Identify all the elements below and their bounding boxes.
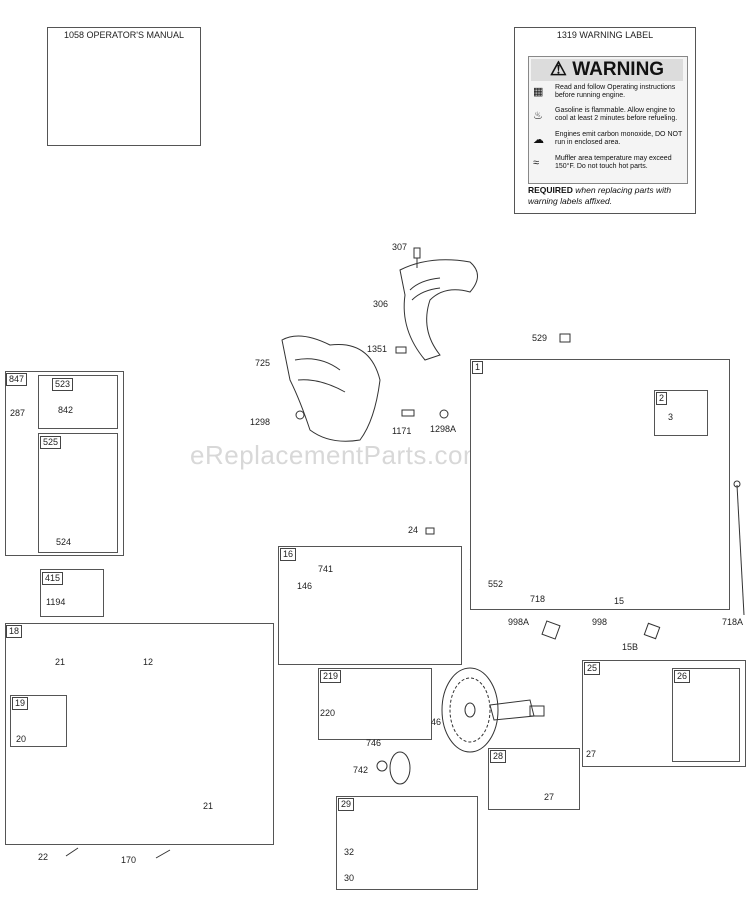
- tag-19: 19: [12, 697, 29, 710]
- label-842[interactable]: 842: [58, 405, 74, 415]
- tag-219: 219: [320, 670, 342, 683]
- operators-manual-box[interactable]: 1058 OPERATOR'S MANUAL: [47, 27, 201, 146]
- label-15[interactable]: 15: [614, 596, 625, 606]
- pin-box-28[interactable]: [488, 748, 580, 810]
- label-32[interactable]: 32: [344, 847, 355, 857]
- fire-icon: ♨: [533, 110, 543, 122]
- label-46[interactable]: 46: [431, 717, 442, 727]
- warning-row-2: Gasoline is flammable. Allow engine to c…: [555, 107, 678, 122]
- hot-surface-icon: ≈: [533, 157, 540, 169]
- label-998A[interactable]: 998A: [508, 617, 530, 627]
- label-998[interactable]: 998: [592, 617, 608, 627]
- label-552[interactable]: 552: [488, 579, 504, 589]
- blower-housing-part: [281, 333, 571, 442]
- label-30[interactable]: 30: [344, 873, 355, 883]
- label-146[interactable]: 146: [297, 581, 313, 591]
- dipstick-box-523[interactable]: [38, 375, 118, 429]
- tag-25: 25: [584, 662, 601, 675]
- air-guide-part: [399, 247, 478, 361]
- label-22[interactable]: 22: [38, 852, 49, 862]
- camshaft-gear-part: [441, 667, 545, 753]
- rod-box-29[interactable]: [336, 796, 478, 890]
- label-21-top[interactable]: 21: [55, 657, 66, 667]
- operators-manual-title: 1058 OPERATOR'S MANUAL: [64, 30, 184, 40]
- tag-847: 847: [6, 373, 28, 386]
- label-21-bottom[interactable]: 21: [203, 801, 214, 811]
- label-746[interactable]: 746: [366, 738, 382, 748]
- tag-2: 2: [656, 392, 668, 405]
- label-725[interactable]: 725: [255, 358, 271, 368]
- tag-16: 16: [280, 548, 297, 561]
- exhaust-icon: ☁: [533, 134, 544, 146]
- crankshaft-box-16[interactable]: [278, 546, 462, 665]
- required-bold: REQUIRED: [528, 185, 573, 195]
- label-718[interactable]: 718: [530, 594, 546, 604]
- label-20[interactable]: 20: [16, 734, 27, 744]
- label-3[interactable]: 3: [668, 412, 674, 422]
- required-note: REQUIRED when replacing parts with warni…: [528, 185, 688, 207]
- warning-row-4: Muffler area temperature may exceed 150°…: [555, 155, 672, 170]
- watermark: eReplacementParts.com: [190, 440, 486, 470]
- tag-28: 28: [490, 750, 507, 763]
- warning-label-title: 1319 WARNING LABEL: [556, 30, 654, 40]
- label-306[interactable]: 306: [373, 299, 389, 309]
- label-1351[interactable]: 1351: [367, 344, 388, 354]
- tag-525: 525: [40, 436, 62, 449]
- tag-26: 26: [674, 670, 691, 683]
- tag-29: 29: [338, 798, 355, 811]
- warning-triangle-icon: ⚠: [549, 59, 567, 80]
- warning-label-panel: ⚠ WARNING ▦ Read and follow Operating in…: [528, 56, 688, 184]
- label-170[interactable]: 170: [121, 855, 137, 865]
- label-742[interactable]: 742: [353, 765, 369, 775]
- label-1171[interactable]: 1171: [392, 426, 412, 436]
- label-15B[interactable]: 15B: [622, 642, 639, 652]
- label-1298A[interactable]: 1298A: [430, 424, 457, 434]
- label-27-pin[interactable]: 27: [544, 792, 555, 802]
- label-220[interactable]: 220: [320, 708, 336, 718]
- tag-523: 523: [52, 378, 74, 391]
- label-27-piston[interactable]: 27: [586, 749, 597, 759]
- label-1298[interactable]: 1298: [250, 417, 271, 427]
- label-718A[interactable]: 718A: [722, 617, 744, 627]
- label-529[interactable]: 529: [532, 333, 548, 343]
- label-307[interactable]: 307: [392, 242, 408, 252]
- label-1194[interactable]: 1194: [46, 597, 66, 607]
- label-24[interactable]: 24: [408, 525, 419, 535]
- warning-heading: ⚠ WARNING: [531, 59, 683, 81]
- label-741[interactable]: 741: [318, 564, 334, 574]
- tag-18: 18: [6, 625, 23, 638]
- warning-heading-text: WARNING: [572, 59, 665, 80]
- required-rest: when replacing parts with warning labels…: [528, 185, 672, 206]
- tag-415: 415: [42, 572, 64, 585]
- label-12[interactable]: 12: [143, 657, 154, 667]
- label-524[interactable]: 524: [56, 537, 72, 547]
- book-icon: ▦: [533, 86, 544, 98]
- rings-box-26[interactable]: [672, 668, 740, 762]
- label-287[interactable]: 287: [10, 408, 26, 418]
- warning-row-3: Engines emit carbon monoxide, DO NOT run…: [555, 131, 683, 146]
- tag-1: 1: [472, 361, 484, 374]
- warning-row-1: Read and follow Operating instructions b…: [555, 84, 676, 99]
- tube-box-525[interactable]: [38, 433, 118, 553]
